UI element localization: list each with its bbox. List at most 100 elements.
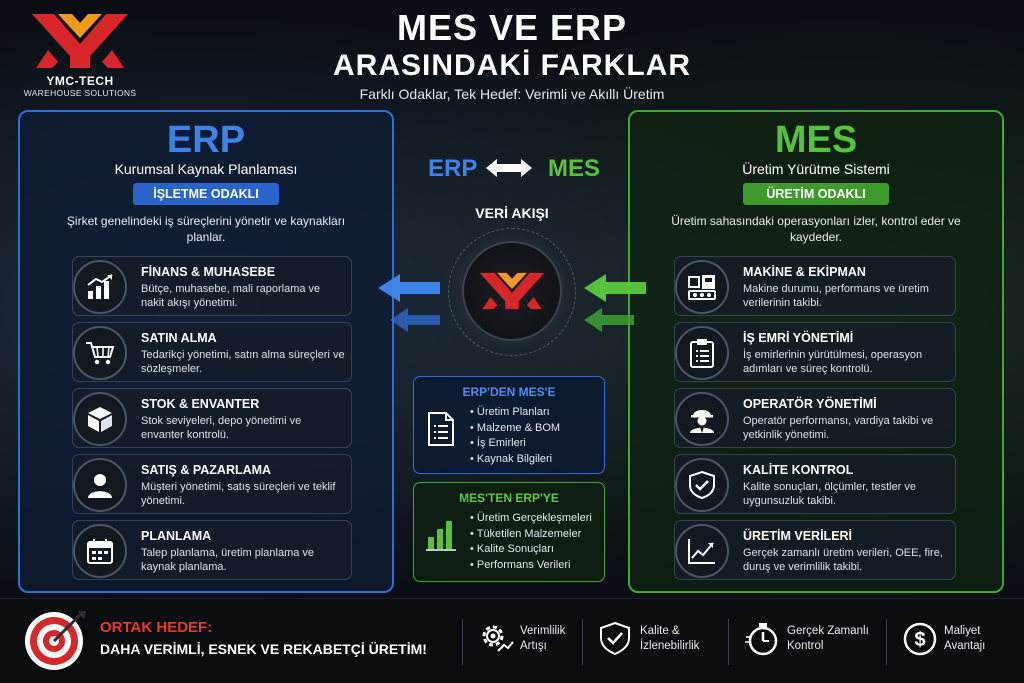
item-desc: Talep planlama, üretim planlama ve kayna… — [141, 547, 315, 573]
list-item: Malzeme & BOM — [470, 421, 560, 437]
erp-to-mes-title: ERP'DEN MES'E — [462, 385, 556, 399]
mes-item-list: MAKİNE & EKİPMAN Makine durumu, performa… — [674, 256, 956, 586]
item-title: KALİTE KONTROL — [743, 463, 854, 477]
erp-subtitle: Kurumsal Kaynak Planlaması — [114, 161, 298, 177]
bar-chart-icon — [426, 521, 456, 551]
mes-item-operator: OPERATÖR YÖNETİMİ Operatör performansı, … — [674, 388, 956, 448]
ymc-logo-icon — [32, 14, 128, 68]
item-title: OPERATÖR YÖNETİMİ — [743, 397, 877, 411]
trend-chart-icon — [675, 524, 729, 578]
list-item: Kalite Sonuçları — [470, 542, 592, 558]
item-desc: Bütçe, muhasebe, mali raporlama ve nakit… — [141, 283, 321, 309]
footer: ORTAK HEDEF: DAHA VERİMLİ, ESNEK VE REKA… — [0, 598, 1024, 683]
mes-to-erp-box: MES'TEN ERP'YE Üretim Gerçekleşmeleri Tü… — [413, 482, 605, 582]
list-item: İş Emirleri — [470, 436, 560, 452]
footer-divider — [462, 619, 463, 665]
footer-divider — [886, 619, 887, 665]
document-icon — [428, 412, 454, 446]
page-subtitle: Farklı Odaklar, Tek Hedef: Verimli ve Ak… — [359, 86, 665, 102]
item-title: SATIN ALMA — [141, 331, 217, 345]
mes-description: Üretim sahasındaki operasyonları izler, … — [671, 214, 961, 244]
user-icon — [73, 458, 127, 512]
feature-label-line1: Verimlilik — [520, 625, 566, 637]
feature-label-line2: Avantajı — [944, 640, 986, 652]
item-desc: Operatör performansı, vardiya takibi ve … — [743, 415, 934, 441]
center-mes-label: MES — [547, 155, 600, 182]
mes-item-machine: MAKİNE & EKİPMAN Makine durumu, performa… — [674, 256, 956, 316]
shield-icon — [600, 621, 630, 656]
item-title: FİNANS & MUHASEBE — [141, 265, 276, 279]
feature-label-line2: Artışı — [520, 640, 547, 652]
erp-to-mes-list: Üretim Planları Malzeme & BOM İş Emirler… — [470, 405, 560, 467]
hub-ring — [448, 228, 576, 356]
erp-to-mes-box: ERP'DEN MES'E Üretim Planları Malzeme & … — [413, 376, 605, 474]
worker-icon — [675, 392, 729, 446]
list-item: Üretim Gerçekleşmeleri — [470, 511, 592, 527]
item-desc: Müşteri yönetimi, satış süreçleri ve tek… — [141, 481, 336, 507]
item-title: ÜRETİM VERİLERİ — [743, 529, 853, 543]
feature-label-line1: Kalite & — [640, 625, 680, 637]
erp-badge: İŞLETME ODAKLI — [133, 183, 279, 205]
feature-label-line2: İzlenebilirlik — [640, 640, 700, 652]
page-header: MES VE ERP ARASINDAKİ FARKLAR Farklı Oda… — [262, 7, 762, 103]
item-desc: Kalite sonuçları, ölçümler, testler ve u… — [743, 481, 917, 507]
footer-divider — [582, 619, 583, 665]
erp-item-finance: FİNANS & MUHASEBE Bütçe, muhasebe, mali … — [72, 256, 352, 316]
list-item: Üretim Planları — [470, 405, 560, 421]
erp-panel: ERP Kurumsal Kaynak Planlaması İŞLETME O… — [18, 110, 394, 593]
target-icon — [25, 611, 86, 670]
feature-label-line1: Gerçek Zamanlı — [787, 625, 869, 637]
feature-label-line2: Kontrol — [787, 640, 824, 652]
item-desc: İş emirlerinin yürütülmesi, operasyon ad… — [743, 349, 923, 375]
hub-logo — [462, 241, 562, 341]
mes-item-production-data: ÜRETİM VERİLERİ Gerçek zamanlı üretim ve… — [674, 520, 956, 580]
erp-item-inventory: STOK & ENVANTER Stok seviyeleri, depo yö… — [72, 388, 352, 448]
flow-arrows-icon — [378, 274, 646, 332]
item-desc: Makine durumu, performans ve üretim veri… — [743, 283, 929, 309]
dollar-icon: $ — [903, 622, 937, 656]
calendar-icon — [73, 524, 127, 578]
list-item: Tüketilen Malzemeler — [470, 527, 592, 543]
box-icon — [73, 392, 127, 446]
goal-text: DAHA VERİMLİ, ESNEK VE REKABETÇİ ÜRETİM! — [100, 641, 427, 657]
mes-item-quality: KALİTE KONTROL Kalite sonuçları, ölçümle… — [674, 454, 956, 514]
mes-badge: ÜRETİM ODAKLI — [743, 183, 889, 205]
list-item: Kaynak Bilgileri — [470, 452, 560, 468]
mes-panel: MES Üretim Yürütme Sistemi ÜRETİM ODAKLI… — [628, 110, 1004, 593]
brand-logo: YMC-TECH WAREHOUSE SOLUTIONS — [20, 10, 140, 102]
item-title: SATIŞ & PAZARLAMA — [141, 463, 272, 477]
brand-name: YMC-TECH — [46, 74, 114, 88]
item-desc: Gerçek zamanlı üretim verileri, OEE, fir… — [743, 547, 943, 573]
item-title: MAKİNE & EKİPMAN — [743, 265, 866, 279]
center-header: ERP MES — [414, 155, 610, 185]
item-desc: Stok seviyeleri, depo yönetimi ve envant… — [141, 415, 302, 441]
svg-text:$: $ — [914, 629, 925, 651]
mes-to-erp-title: MES'TEN ERP'YE — [459, 491, 559, 505]
page-title-line1: MES VE ERP — [396, 7, 628, 48]
erp-title: ERP — [166, 119, 246, 161]
chart-icon — [73, 260, 127, 314]
erp-item-list: FİNANS & MUHASEBE Bütçe, muhasebe, mali … — [72, 256, 352, 586]
mes-item-workorder: İŞ EMRİ YÖNETİMİ İş emirlerinin yürütülm… — [674, 322, 956, 382]
cart-icon — [73, 326, 127, 380]
shield-check-icon — [675, 458, 729, 512]
data-flow-label: VERİ AKIŞI — [475, 205, 549, 221]
mes-title: MES — [774, 119, 858, 161]
center-erp-label: ERP — [428, 155, 478, 182]
brand-tagline: WAREHOUSE SOLUTIONS — [23, 88, 137, 98]
erp-description: Şirket genelindeki iş süreçlerini yöneti… — [66, 214, 346, 244]
page-title-line2: ARASINDAKİ FARKLAR — [333, 49, 691, 82]
machine-icon — [675, 260, 729, 314]
mes-subtitle: Üretim Yürütme Sistemi — [742, 161, 890, 177]
list-item: Performans Verileri — [470, 558, 592, 574]
mes-to-erp-list: Üretim Gerçekleşmeleri Tüketilen Malzeme… — [470, 511, 592, 573]
feature-label-line1: Maliyet — [944, 625, 981, 637]
gear-icon — [482, 625, 514, 652]
item-title: İŞ EMRİ YÖNETİMİ — [743, 331, 854, 345]
item-title: PLANLAMA — [141, 529, 212, 543]
item-desc: Tedarikçi yönetimi, satın alma süreçleri… — [141, 349, 345, 375]
ymc-logo-icon — [479, 272, 545, 310]
clipboard-icon — [675, 326, 729, 380]
stopwatch-icon — [745, 623, 778, 656]
erp-item-purchasing: SATIN ALMA Tedarikçi yönetimi, satın alm… — [72, 322, 352, 382]
